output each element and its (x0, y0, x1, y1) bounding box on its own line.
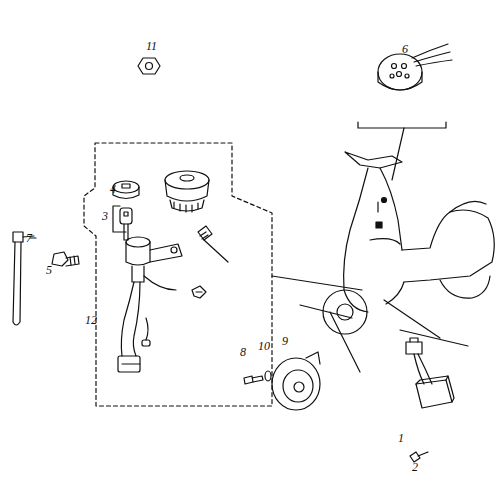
key-cap (113, 181, 139, 199)
nut (138, 58, 160, 74)
group-outline (84, 143, 272, 406)
callout-number: 12 (85, 314, 97, 326)
callout-number: 7 (26, 232, 32, 244)
bracket (384, 300, 468, 346)
scooter (323, 152, 494, 334)
callout-number: 1 (398, 432, 404, 444)
callout-number: 6 (402, 43, 408, 55)
harness-connector (118, 318, 150, 372)
callout-number: 2 (412, 461, 418, 473)
screw (244, 376, 263, 384)
cable-tie (13, 232, 34, 325)
callout-number: 3 (102, 210, 108, 222)
horn (272, 352, 320, 410)
callout-number: 11 (146, 40, 157, 52)
callout-number: 4 (110, 183, 116, 195)
bracket (358, 122, 446, 128)
callout-number: 8 (240, 346, 246, 358)
ignition-key (120, 208, 132, 240)
washer (265, 371, 271, 381)
flasher-relay (378, 44, 452, 90)
callout-number: 10 (258, 340, 270, 352)
callout-bracket (113, 206, 126, 232)
wire-clip (192, 286, 206, 298)
ignition-switch (121, 237, 182, 356)
callout-number: 9 (282, 335, 288, 347)
relay (406, 338, 454, 408)
switch-cover (165, 171, 209, 212)
callout-number: 5 (46, 264, 52, 276)
leader-line (272, 276, 362, 290)
leader-line (392, 128, 404, 180)
bolt (52, 252, 79, 266)
switch-plunger (198, 226, 228, 262)
